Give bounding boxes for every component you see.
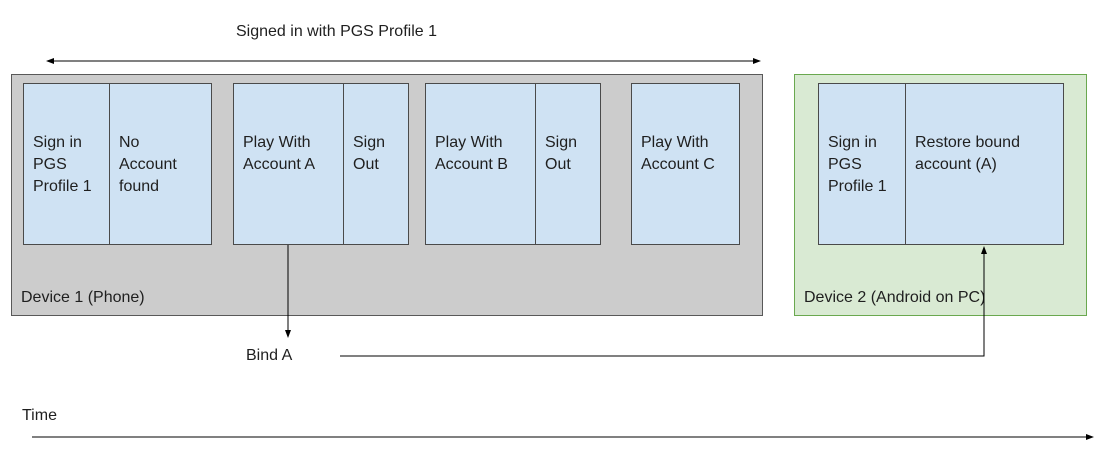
step-sign-out-2: Sign Out [535,83,601,245]
bind-a-arrow [285,245,291,338]
step-play-with-account-b: Play With Account B [425,83,536,245]
device-1-label: Device 1 (Phone) [21,289,145,306]
time-arrow [32,434,1094,440]
bind-a-label: Bind A [246,347,293,364]
time-label: Time [22,407,57,424]
profile-span-arrow [46,58,761,64]
step-sign-out-1: Sign Out [343,83,409,245]
profile-span-label: Signed in with PGS Profile 1 [236,23,437,40]
step-play-with-account-a: Play With Account A [233,83,344,245]
step-sign-in-pgs-profile-1-device-2: Sign in PGS Profile 1 [818,83,906,245]
step-restore-bound-account: Restore bound account (A) [905,83,1064,245]
device-2-label: Device 2 (Android on PC) [804,289,986,306]
step-play-with-account-c: Play With Account C [631,83,740,245]
step-no-account-found: No Account found [109,83,212,245]
restore-link-arrow [340,246,987,357]
